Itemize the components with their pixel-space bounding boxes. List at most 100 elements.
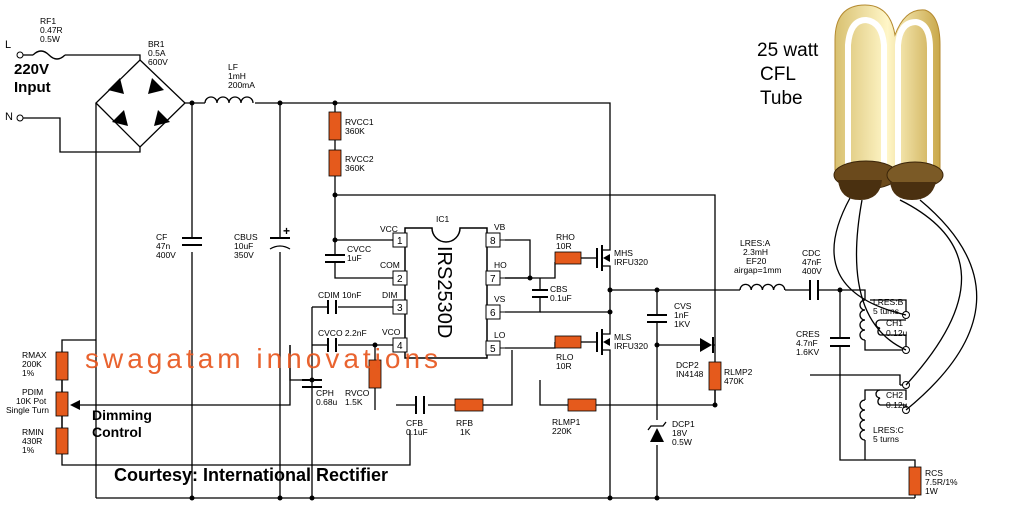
rlo-value: 10R bbox=[556, 361, 572, 371]
ic-part: IRS2530D bbox=[433, 246, 455, 338]
potentiometer-pdim bbox=[55, 391, 69, 417]
pin-3-num: 3 bbox=[397, 303, 403, 314]
pin-4-num: 4 bbox=[397, 341, 403, 352]
ic-irs2530d bbox=[392, 227, 505, 359]
mosfet-mls bbox=[596, 329, 611, 355]
lresc-name: LRES:C bbox=[873, 425, 904, 435]
capacitor-cres bbox=[830, 337, 850, 347]
capacitor-cbs bbox=[532, 289, 548, 298]
rlmp1-name: RLMP1 bbox=[552, 417, 581, 427]
cvs-name: CVS bbox=[674, 301, 692, 311]
wires bbox=[20, 54, 916, 499]
inductor-lres-a bbox=[739, 282, 786, 292]
pin-vb-name: VB bbox=[494, 222, 506, 232]
inductor-lf bbox=[204, 95, 255, 105]
lresb-turns: 5 turns bbox=[873, 306, 899, 316]
resistor-rvcc2 bbox=[328, 149, 342, 177]
input-label: Input bbox=[14, 79, 51, 96]
tube-label-line3: Tube bbox=[760, 88, 803, 109]
cph-value: 0.68u bbox=[316, 397, 338, 407]
resistor-rvco bbox=[368, 359, 382, 389]
ch2-name: CH2 bbox=[886, 390, 903, 400]
cbus-name: CBUS bbox=[234, 232, 258, 242]
diode-dcp2 bbox=[700, 337, 714, 353]
lresa-value: 2.3mH bbox=[743, 247, 768, 257]
lf-value: 1mH bbox=[228, 71, 246, 81]
watermark-text: swagatam innovations bbox=[85, 343, 442, 374]
pin-7-num: 7 bbox=[490, 274, 496, 285]
br1-current: 0.5A bbox=[148, 48, 166, 58]
capacitor-cvs bbox=[647, 314, 667, 323]
fuse-rf1 bbox=[32, 50, 66, 60]
resistor-rfb bbox=[454, 398, 484, 412]
pin-lo-name: LO bbox=[494, 330, 506, 340]
br1-voltage: 600V bbox=[148, 57, 168, 67]
capacitor-cph bbox=[302, 379, 322, 388]
lresa-core: EF20 bbox=[746, 256, 767, 266]
pin-ho-name: HO bbox=[494, 260, 507, 270]
rcs-value: 7.5R/1% bbox=[925, 477, 958, 487]
cvs-value: 1nF bbox=[674, 310, 689, 320]
pin-com-name: COM bbox=[380, 260, 400, 270]
rvcc2-name: RVCC2 bbox=[345, 154, 374, 164]
dcp2-name: DCP2 bbox=[676, 360, 699, 370]
rf1-power: 0.5W bbox=[40, 34, 60, 44]
rlo-name: RLO bbox=[556, 352, 574, 362]
ch1-name: CH1 bbox=[886, 318, 903, 328]
cfb-name: CFB bbox=[406, 418, 423, 428]
cdim-label: CDIM 10nF bbox=[318, 290, 361, 300]
inductor-lres-b bbox=[859, 299, 866, 341]
cbus-voltage: 350V bbox=[234, 250, 254, 260]
tube-label-line2: CFL bbox=[760, 64, 796, 85]
pin-dim-name: DIM bbox=[382, 290, 398, 300]
resistor-rlmp1 bbox=[567, 398, 597, 412]
cf-name: CF bbox=[156, 232, 167, 242]
rvcc2-value: 360K bbox=[345, 163, 365, 173]
capacitor-cvco bbox=[327, 338, 337, 352]
pin-vcc-name: VCC bbox=[380, 224, 398, 234]
cbus-polarity: + bbox=[283, 224, 290, 238]
rlmp2-name: RLMP2 bbox=[724, 367, 753, 377]
rfb-value: 1K bbox=[460, 427, 471, 437]
ic-ref: IC1 bbox=[436, 214, 450, 224]
dimming-label-line2: Control bbox=[92, 424, 142, 440]
rmax-tol: 1% bbox=[22, 368, 35, 378]
mosfet-mhs bbox=[596, 233, 611, 271]
pin-8-num: 8 bbox=[490, 236, 496, 247]
resistor-rlo bbox=[554, 335, 582, 349]
rmax-value: 200K bbox=[22, 359, 42, 369]
lresa-name: LRES:A bbox=[740, 238, 771, 248]
capacitor-cbus bbox=[269, 237, 291, 250]
rf1-value: 0.47R bbox=[40, 25, 63, 35]
input-neutral-label: N bbox=[5, 111, 13, 123]
cres-voltage: 1.6KV bbox=[796, 347, 819, 357]
capacitor-cdim bbox=[327, 300, 337, 314]
cdc-value: 47nF bbox=[802, 257, 821, 267]
cf-value: 47n bbox=[156, 241, 170, 251]
cfl-tube-picture bbox=[833, 4, 978, 411]
dimming-label-line1: Dimming bbox=[92, 407, 152, 423]
cvco-label: CVCO 2.2nF bbox=[318, 328, 367, 338]
rlmp2-value: 470K bbox=[724, 376, 744, 386]
zener-dcp1 bbox=[647, 421, 667, 442]
mls-part: IRFU320 bbox=[614, 341, 648, 351]
rmax-name: RMAX bbox=[22, 350, 47, 360]
rfb-name: RFB bbox=[456, 418, 473, 428]
input-voltage: 220V bbox=[14, 61, 49, 78]
rvcc1-name: RVCC1 bbox=[345, 117, 374, 127]
pot-wiper-icon bbox=[70, 400, 80, 410]
rmin-name: RMIN bbox=[22, 427, 44, 437]
rf1-name: RF1 bbox=[40, 16, 56, 26]
cf-voltage: 400V bbox=[156, 250, 176, 260]
pin-6-num: 6 bbox=[490, 308, 496, 319]
pin-2-num: 2 bbox=[397, 274, 403, 285]
resistor-rmin bbox=[55, 427, 69, 455]
cvcc-name: CVCC bbox=[347, 244, 371, 254]
dcp1-power: 0.5W bbox=[672, 437, 692, 447]
cvcc-value: 1uF bbox=[347, 253, 362, 263]
cfb-value: 0.1uF bbox=[406, 427, 428, 437]
resistor-rcs bbox=[908, 466, 922, 496]
cph-name: CPH bbox=[316, 388, 334, 398]
lf-name: LF bbox=[228, 62, 238, 72]
